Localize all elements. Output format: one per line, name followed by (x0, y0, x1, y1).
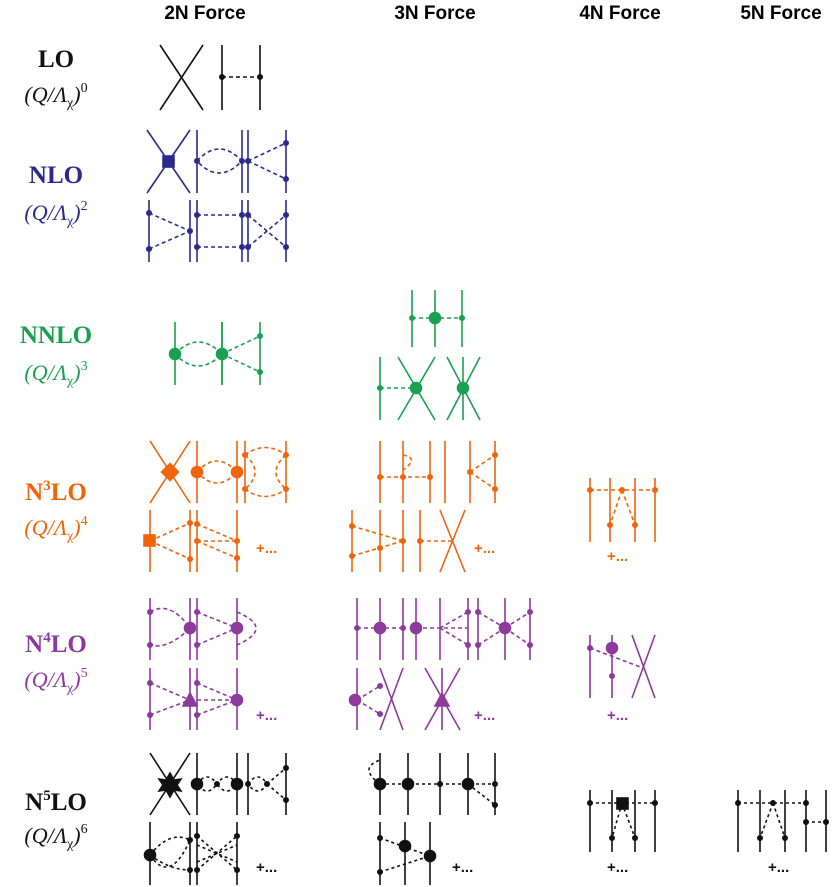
more-diagrams-n4lo-3n: +... (474, 707, 495, 724)
row-label-n3lo: N3LO (Q/Λχ)4 (24, 478, 87, 544)
n3lo-contact-diagram (149, 440, 191, 504)
lo-diagrams (159, 44, 263, 111)
n4lo-4n-diagram (586, 634, 656, 699)
n3lo-3n-triangle-diagram (444, 441, 498, 503)
n4lo-3n-triangle-diagram (409, 598, 471, 660)
n3lo-diagrams (143, 440, 658, 573)
svg-text:N3LO: N3LO (25, 478, 87, 506)
n3lo-3n-ring-diagram (348, 510, 406, 572)
nnlo-2n-triangle-diagram (215, 322, 263, 385)
column-header-4n: 4N Force (579, 3, 660, 24)
n4lo-3n-two-pion-diagram (353, 598, 406, 660)
more-diagrams-n4lo-4n: +... (607, 707, 628, 724)
n5lo-2n-loop-diagram (143, 822, 194, 885)
nlo-triangle-mirror-diagram (146, 200, 194, 262)
n4lo-2n-triangle-diagram (147, 668, 199, 730)
svg-text:NLO: NLO (29, 162, 83, 189)
more-diagrams-n3lo-3n: +... (474, 540, 495, 557)
square-vertex-icon (162, 155, 175, 168)
n3lo-3n-loop-diagram (376, 441, 433, 503)
svg-text:(Q/Λχ)2: (Q/Λχ)2 (24, 199, 87, 229)
nlo-football-diagram (194, 130, 246, 193)
svg-text:(Q/Λχ)3: (Q/Λχ)3 (24, 359, 87, 389)
n5lo-contact-diagram (149, 752, 191, 816)
n3lo-4n-diagram (586, 478, 658, 542)
nnlo-diagrams (168, 290, 481, 421)
n4lo-diagrams (147, 598, 656, 731)
n4lo-3n-contact-diagram (424, 667, 461, 731)
triangle-vertex-icon (433, 691, 451, 707)
n5lo-3n-chain-diagram (368, 753, 498, 815)
n3lo-box-diagram (194, 510, 241, 572)
more-diagrams-n5lo-3n: +... (452, 859, 473, 876)
nlo-triangle-diagram (245, 130, 289, 193)
n3lo-triangle-square-diagram (143, 510, 194, 572)
order-label: NLO (29, 162, 83, 189)
nlo-diagrams (146, 129, 289, 262)
svg-text:N4LO: N4LO (25, 630, 87, 658)
n5lo-5n-diagram (734, 790, 829, 852)
row-label-n4lo: N4LO (Q/Λχ)5 (24, 630, 87, 696)
more-diagrams-n3lo-2n: +... (256, 540, 277, 557)
n4lo-3n-ring-diagram (474, 598, 533, 660)
nnlo-3n-two-pion-diagram (408, 290, 465, 347)
nlo-crossed-box-diagram (245, 200, 289, 262)
row-label-lo: LO (Q/Λχ)0 (24, 46, 87, 111)
row-label-nlo: NLO (Q/Λχ)2 (24, 162, 87, 229)
n4lo-2n-triangle-loop-diagram (194, 598, 257, 660)
n5lo-3n-triangle-diagram (376, 822, 437, 885)
n4lo-2n-football-diagram (147, 598, 197, 660)
svg-text:N5LO: N5LO (25, 788, 87, 816)
n4lo-3n-one-pion-contact-diagram (348, 667, 404, 731)
svg-text:(Q/Λχ)0: (Q/Λχ)0 (24, 81, 87, 111)
svg-text:(Q/Λχ)5: (Q/Λχ)5 (24, 666, 87, 696)
more-diagrams-n3lo-4n: +... (607, 548, 628, 565)
more-diagrams-n5lo-4n: +... (607, 859, 628, 876)
n4lo-2n-box-diagram (194, 668, 244, 730)
n5lo-2n-chain-diagram (190, 753, 244, 815)
n5lo-diagrams (143, 752, 829, 885)
triangle-vertex-icon (181, 691, 199, 707)
more-diagrams-n5lo-5n: +... (768, 859, 789, 876)
diamond-vertex-icon (160, 462, 180, 482)
column-header-5n: 5N Force (740, 3, 821, 24)
row-label-nnlo: NNLO (Q/Λχ)3 (20, 322, 92, 389)
lo-contact-diagram (159, 44, 204, 111)
nlo-box-diagram (194, 200, 246, 262)
n3lo-3n-contact-diagram (416, 509, 466, 573)
svg-text:NNLO: NNLO (20, 322, 92, 349)
nnlo-3n-one-pion-contact-diagram (376, 356, 436, 421)
n3lo-double-football-diagram (242, 441, 289, 503)
n5lo-4n-diagram (586, 790, 658, 852)
nlo-contact-diagram (146, 129, 191, 194)
square-vertex-icon (143, 534, 156, 547)
more-diagrams-n4lo-2n: +... (256, 707, 277, 724)
svg-text:(Q/Λχ)4: (Q/Λχ)4 (24, 514, 87, 544)
star-vertex-icon (157, 771, 183, 799)
order-label: LO (38, 46, 74, 73)
svg-text:LO: LO (38, 46, 74, 73)
nnlo-3n-contact-diagram (446, 356, 481, 421)
n5lo-2n-crossed-diagram (194, 822, 241, 885)
row-label-n5lo: N5LO (Q/Λχ)6 (24, 788, 87, 852)
lo-one-pion-exchange-diagram (219, 45, 263, 110)
svg-text:(Q/Λχ)6: (Q/Λχ)6 (24, 822, 87, 852)
square-vertex-icon (616, 797, 629, 810)
more-diagrams-n5lo-2n: +... (256, 859, 277, 876)
n5lo-2n-triangle-chain-diagram (245, 753, 289, 815)
column-header-2n: 2N Force (164, 3, 245, 24)
n3lo-football-diagram (190, 441, 244, 503)
column-header-3n: 3N Force (394, 3, 475, 24)
order-label: NNLO (20, 322, 92, 349)
